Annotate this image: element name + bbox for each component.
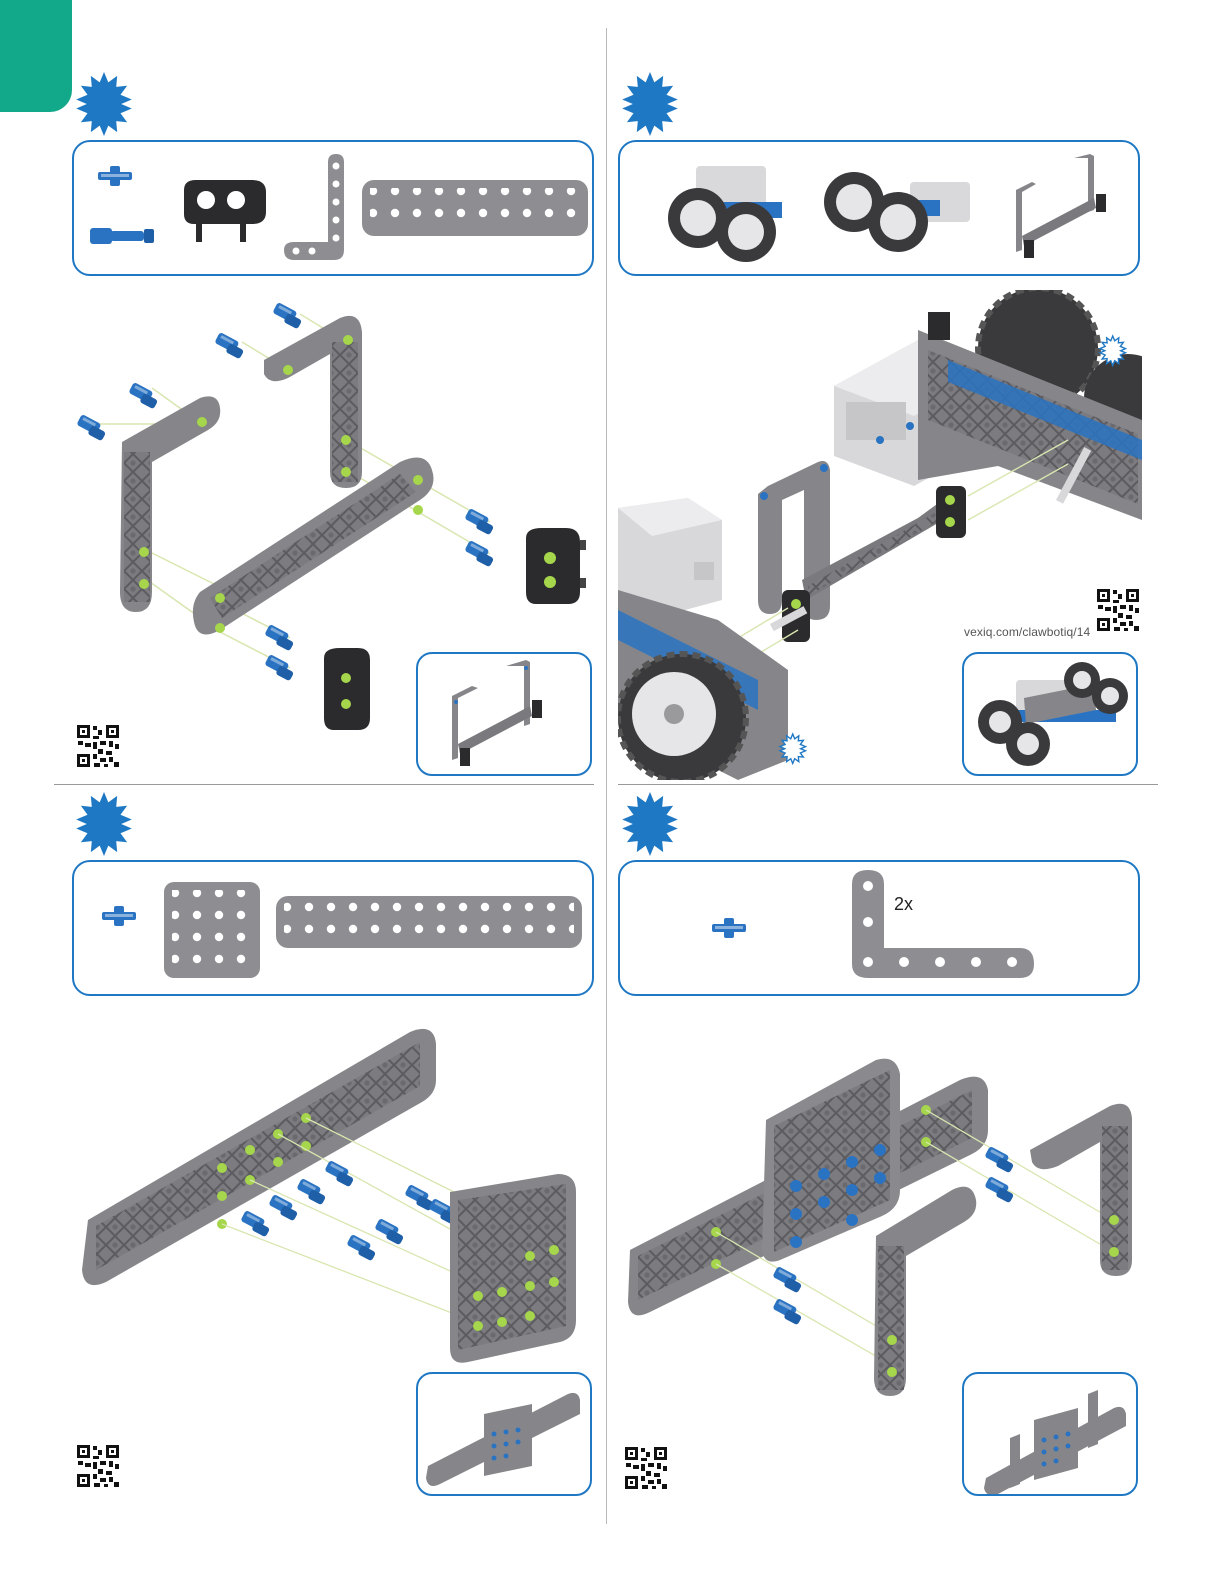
long-flat-beam bbox=[193, 458, 434, 635]
right-l-beam bbox=[264, 316, 362, 488]
qr-code-icon[interactable] bbox=[76, 724, 120, 768]
flat-beam-part bbox=[276, 896, 582, 948]
url-text[interactable]: vexiq.com/clawbotiq/14 bbox=[964, 625, 1090, 639]
parts-box-step-1 bbox=[72, 140, 594, 276]
qr-code-icon[interactable] bbox=[1096, 588, 1140, 632]
inset-result-step-2 bbox=[962, 652, 1138, 776]
drivetrain-right-part bbox=[824, 172, 970, 252]
square-plate bbox=[450, 1174, 576, 1363]
step-burst-icon bbox=[618, 792, 682, 856]
assembly-step-3 bbox=[70, 1020, 590, 1400]
inset-result-step-3 bbox=[416, 1372, 592, 1496]
drivetrain-left-part bbox=[668, 166, 782, 262]
step-burst-icon bbox=[72, 792, 136, 856]
l-beam-part bbox=[852, 870, 1034, 978]
inset-result-step-1 bbox=[416, 652, 592, 776]
bottom-wheel bbox=[618, 654, 746, 780]
step-burst-icon bbox=[618, 72, 682, 136]
vertical-divider bbox=[606, 28, 607, 1524]
step-burst-icon bbox=[72, 72, 136, 136]
inset-result-step-4 bbox=[962, 1372, 1138, 1496]
assembly-step-4 bbox=[620, 1050, 1140, 1410]
connector-pin-part bbox=[90, 228, 154, 244]
square-plate-part bbox=[164, 882, 260, 978]
pin-part bbox=[98, 166, 132, 186]
section-tab bbox=[0, 0, 72, 112]
corner-connector-part bbox=[184, 180, 266, 242]
horizontal-divider-left bbox=[54, 784, 594, 785]
horizontal-divider-right bbox=[618, 784, 1158, 785]
qr-code-icon[interactable] bbox=[624, 1446, 668, 1490]
parts-box-step-4 bbox=[618, 860, 1140, 996]
parts-box-step-3 bbox=[72, 860, 594, 996]
parts-box-step-2 bbox=[618, 140, 1140, 276]
subassembly-part bbox=[1016, 154, 1106, 258]
quantity-label: 2x bbox=[894, 894, 913, 915]
corner-connector-right bbox=[526, 528, 586, 604]
pin-part bbox=[102, 906, 136, 926]
l-beam-front bbox=[874, 1187, 976, 1396]
corner-connector-bottom bbox=[324, 648, 370, 730]
qr-code-icon[interactable] bbox=[76, 1444, 120, 1488]
square-plate bbox=[762, 1059, 900, 1262]
l-beam-back bbox=[1030, 1104, 1132, 1276]
pin-part bbox=[712, 918, 746, 938]
l-beam-part bbox=[284, 154, 344, 260]
flat-beam-part bbox=[362, 180, 588, 236]
